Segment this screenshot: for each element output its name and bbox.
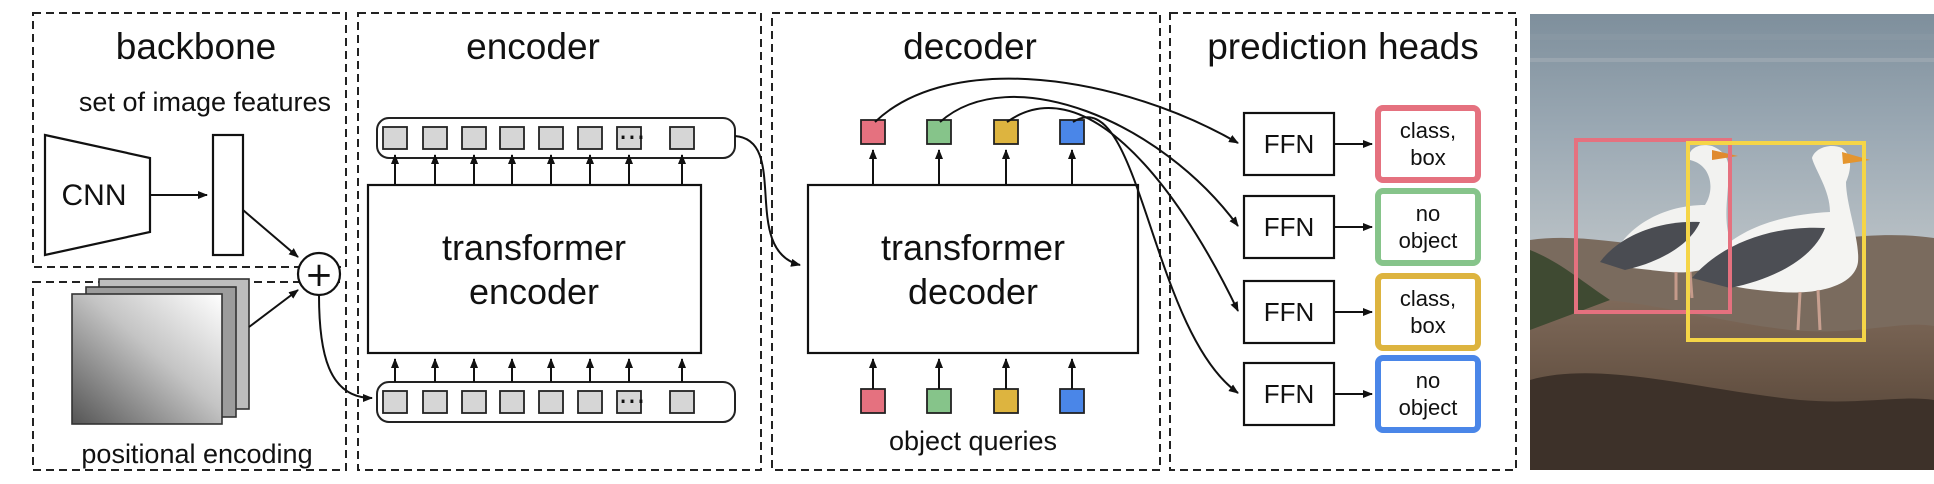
encoder-output-token [616,126,642,150]
sum-symbol: + [305,255,334,295]
prediction-heads-frame [1169,12,1517,471]
encoder-output-token [669,126,695,150]
encoder-input-token [577,390,603,414]
object-query-tokens [860,388,1085,414]
ffn-block [1242,361,1336,427]
transformer-encoder-line1: transformer [442,227,626,268]
decoder-frame [771,12,1161,471]
decoder-to-ffn-connections [874,77,1239,394]
transformer-decoder-line1: transformer [881,227,1065,268]
decoder-output-embedding [926,119,952,145]
encoder-output-token [499,126,525,150]
prediction-output-box [1375,188,1481,266]
encoder-input-tokens [382,390,695,414]
encoder-input-token [461,390,487,414]
decoder-output-embedding [1059,119,1085,145]
encoder-output-token [577,126,603,150]
transformer-encoder-block [366,183,703,355]
decoder-output-embedding [993,119,1019,145]
prediction-output-line2: object [1399,228,1458,253]
decoder-token-arrows [869,149,1076,389]
prediction-output-line1: no [1416,201,1440,226]
backbone-frame [32,12,347,268]
encoder-input-token [499,390,525,414]
encoder-output-token [538,126,564,150]
encoder-output-ellipsis: ··· [619,121,646,154]
ffn-label: FFN [1264,379,1315,409]
detection-box-gull-right [1686,141,1866,342]
ffn-block [1242,194,1336,260]
prediction-output-line1: class, [1400,286,1456,311]
query2-to-ffn2 [939,96,1239,227]
object-query-token [1059,388,1085,414]
prediction-output-box [1375,273,1481,351]
query1-to-ffn1 [874,77,1239,144]
prediction-output-box [1375,355,1481,433]
image-features-label: set of image features [79,87,331,117]
posenc-to-sum-arrow [248,289,299,328]
ffn-label: FFN [1264,129,1315,159]
decoder-title: decoder [903,26,1037,67]
encoder-frame [357,12,762,471]
encoder-output-token [461,126,487,150]
encoder-output-token [382,126,408,150]
object-query-token [860,388,886,414]
features-to-sum-arrow [242,209,299,258]
object-queries-label: object queries [889,426,1057,456]
encoder-output-token [422,126,448,150]
encoder-token-arrows [391,154,686,382]
cnn-block [43,133,152,257]
sum-to-encoder-tokens-arrow [318,294,373,402]
encoder-input-token [382,390,408,414]
prediction-output-line2: box [1410,313,1445,338]
encoder-input-token [669,390,695,414]
encoder-title: encoder [466,26,600,67]
prediction-output-line1: class, [1400,118,1456,143]
query3-to-ffn3 [1006,107,1239,312]
prediction-head: FFN class,box [1242,273,1481,351]
ffn-label: FFN [1264,297,1315,327]
prediction-heads-title: prediction heads [1207,26,1479,67]
encoder-input-ellipsis: ··· [619,385,646,418]
encoder-input-token [616,390,642,414]
encoder-input-token [538,390,564,414]
decoder-output-embedding [860,119,886,145]
prediction-output-line2: object [1399,395,1458,420]
transformer-encoder-line2: encoder [469,271,599,312]
ffn-block [1242,111,1336,177]
ffn-label: FFN [1264,212,1315,242]
decoder-output-embeddings [860,119,1085,145]
object-query-token [926,388,952,414]
query4-to-ffn4 [1072,116,1239,394]
example-detection-photo [1530,14,1934,470]
object-query-token [993,388,1019,414]
prediction-head: FFN class,box [1242,105,1481,183]
positional-encoding-label: positional encoding [81,439,312,469]
image-features-block [211,133,245,257]
encoder-to-decoder-arrow [734,135,801,267]
encoder-output-tokens [382,126,695,150]
prediction-output-line1: no [1416,368,1440,393]
prediction-output-line2: box [1410,145,1445,170]
positional-encoding-image [71,278,250,425]
prediction-output-box [1375,105,1481,183]
backbone-title: backbone [116,26,276,67]
encoder-input-token [422,390,448,414]
transformer-decoder-line2: decoder [908,271,1038,312]
transformer-decoder-block [806,183,1140,355]
detection-box-gull-left [1574,138,1732,314]
gull-left [1600,145,1738,300]
cnn-label: CNN [62,179,127,212]
